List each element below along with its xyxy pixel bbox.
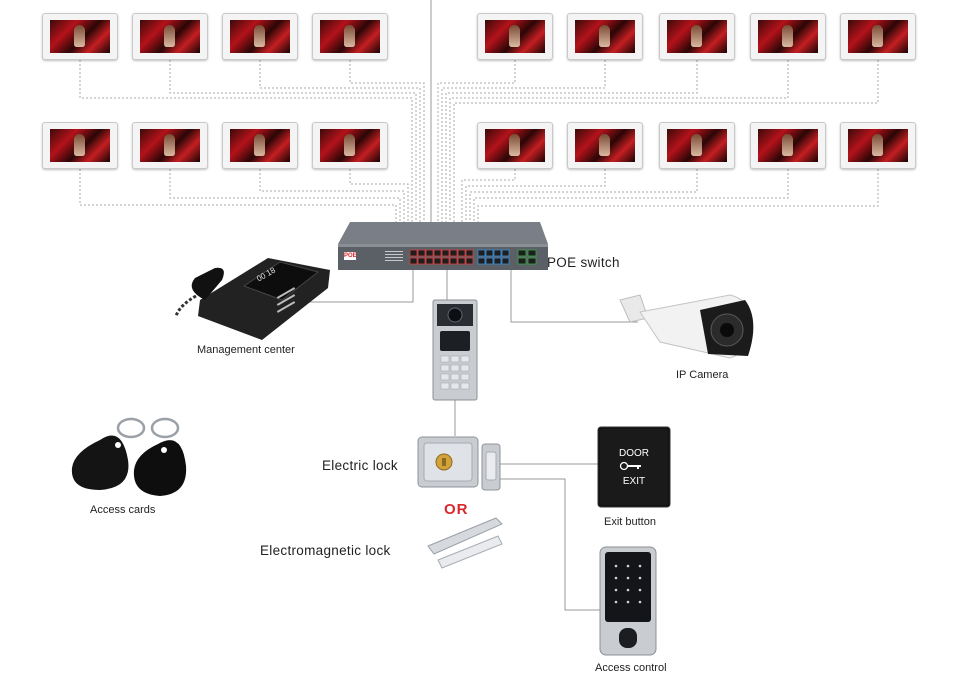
door-station [432,299,478,401]
wire-access-control [500,478,600,611]
ip-camera-device [619,294,754,359]
indoor-monitor [477,13,553,60]
device-wires [308,270,638,611]
electric-lock-label: Electric lock [322,458,398,473]
indoor-monitor [750,122,826,169]
indoor-monitor [840,122,916,169]
indoor-monitor [42,122,118,169]
exit-button-door-text: DOOR [619,448,649,459]
poe-switch-label: POE switch [547,255,620,270]
electromagnetic-lock-label: Electromagnetic lock [260,543,391,558]
management-center-device [174,258,330,340]
indoor-monitor [477,122,553,169]
access-cards-device [71,417,187,496]
indoor-monitor [132,13,208,60]
access-control-device [599,546,657,656]
exit-button-device [597,426,671,508]
ip-camera-label: IP Camera [676,369,729,381]
switch-brand-label: POE [344,253,357,259]
management-center-label: Management center [197,344,295,356]
indoor-monitor [42,13,118,60]
electric-lock-device [417,436,501,491]
access-control-label: Access control [595,662,667,674]
indoor-monitor [222,13,298,60]
electromagnetic-lock-device [427,517,503,569]
indoor-monitor [132,122,208,169]
wire-camera [510,270,638,323]
indoor-monitor [312,13,388,60]
indoor-monitor [222,122,298,169]
monitor-wires [79,60,879,222]
indoor-monitor [312,122,388,169]
indoor-monitor [659,122,735,169]
access-cards-label: Access cards [90,504,156,516]
wire-management [308,270,414,303]
poe-switch [338,222,548,270]
indoor-monitor [567,13,643,60]
or-separator: OR [444,501,469,518]
exit-button-label: Exit button [604,516,656,528]
indoor-monitor [750,13,826,60]
indoor-monitor [840,13,916,60]
indoor-monitor [567,122,643,169]
exit-button-exit-text: EXIT [622,476,646,487]
indoor-monitor [659,13,735,60]
